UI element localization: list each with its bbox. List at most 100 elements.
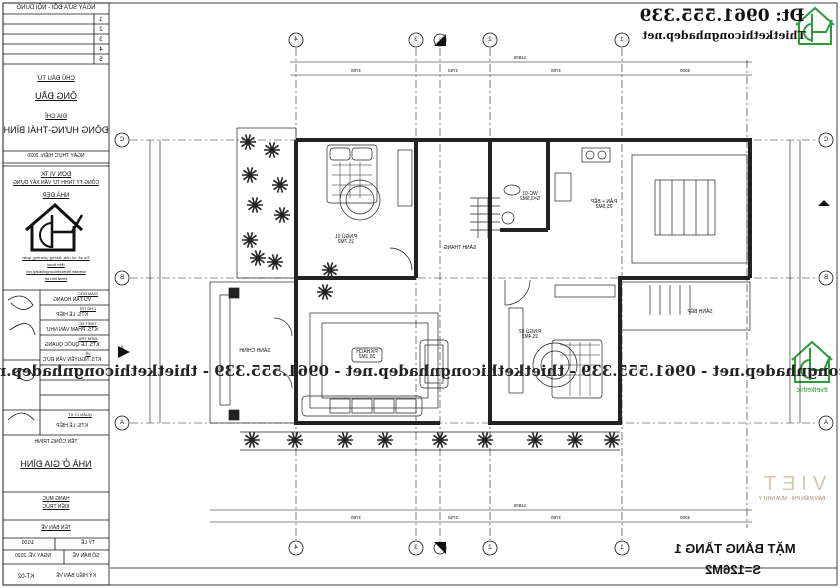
signature-role: GIÁM ĐỐC [77, 291, 99, 296]
dim: 3780 [350, 68, 362, 73]
owner-name: ÔNG ĐẦU [34, 91, 78, 101]
grid-label: 2 [488, 37, 492, 43]
signature-name: KTS. LÊ HIỆP [56, 312, 88, 318]
plant-icon [287, 432, 303, 448]
signature-name: KTS. PHẠM VĂN NHƯ [46, 327, 98, 333]
room-label-stair-hall: SẢNH THANG [443, 245, 477, 251]
thin-walls [209, 127, 751, 451]
title-block-frame [2, 2, 110, 586]
designer-label: ĐƠN VỊ TK [40, 172, 72, 178]
grid-label: B [823, 275, 829, 281]
plant-icon [567, 432, 583, 448]
category-label: HẠNG MỤC [42, 496, 70, 502]
date-row: NGÀY THỰC HIỆN: 2020 [27, 153, 85, 159]
signature-role: KIỂM TRA [78, 336, 98, 341]
revision-number: 3 [99, 37, 103, 43]
drawing-title: MẶT BẰNG TẦNG 1 [674, 541, 796, 556]
designer-company: CÔNG TY TNHH TƯ VẤN XÂY DỰNG [12, 180, 100, 186]
designer-line: Trụ sở: số nhà, đường, phường, quận [22, 255, 90, 260]
plant-icon [247, 197, 263, 213]
signature-name: KTS. LÊ HIỆP [56, 423, 88, 429]
plants [240, 134, 620, 448]
room-label-kitchen: P.ĂN + BẾP 25,5M2 [590, 199, 618, 210]
drawing-area: S=126M2 [704, 562, 762, 577]
plant-icon [527, 432, 543, 448]
plant-icon [272, 177, 288, 193]
grid-label: C [823, 137, 829, 143]
dimension-lines [149, 61, 801, 523]
plant-icon [242, 167, 258, 183]
grid-label: 4 [294, 545, 298, 551]
signature-role: CHỦ TRÌ [79, 306, 97, 311]
company-logo [25, 202, 84, 252]
designer-name: NHÀ ĐẸP [42, 193, 70, 199]
plant-icon [240, 134, 256, 150]
grid-label: 3 [414, 545, 418, 551]
side-watermark: thietkethic [796, 387, 828, 394]
address-label: ĐỊA CHỈ [45, 114, 67, 120]
revision-number: 5 [99, 57, 103, 63]
plant-icon [477, 432, 493, 448]
designer-line: điện thoại [47, 262, 65, 267]
scale: 1/100 [21, 540, 35, 546]
dim: 2750 [447, 515, 459, 520]
plant-icon [267, 254, 283, 270]
scale-label: TỶ LỆ [81, 540, 95, 546]
plant-icon [250, 250, 266, 266]
room-label-wc: WC-01 S=3,5M2 [519, 191, 541, 202]
revision-number: 1 [99, 17, 103, 23]
plant-icon [432, 432, 448, 448]
plant-icon [317, 284, 333, 300]
plant-icon [274, 207, 290, 223]
watermark-text: thietkethicongnhadep.net - 0961.555.339 … [0, 362, 840, 380]
sheet-label: SỐ BẢN VẼ [72, 553, 100, 559]
dim: 4000 [679, 68, 691, 73]
designer-line: email liên hệ [44, 276, 68, 281]
sheet-no-label: KÝ HIỆU BẢN VẼ [56, 573, 96, 579]
signature-role: VẼ [85, 351, 91, 356]
room-label-kitchen-hall: SẢNH BẾP [687, 309, 713, 315]
dim: 2750 [447, 68, 459, 73]
furniture [228, 144, 716, 421]
plant-icon [244, 432, 260, 448]
owner-label: CHỦ ĐẦU TƯ [37, 76, 75, 82]
walls [294, 138, 752, 425]
sheet-no: KT-02 [17, 574, 35, 580]
category: KIẾN TRÚC [42, 504, 70, 510]
grid-label: 4 [294, 37, 298, 43]
project-label: TÊN CÔNG TRÌNH [34, 439, 78, 445]
section-label: A [119, 346, 125, 352]
dim-total: 14800 [513, 503, 527, 508]
grid-label: 3 [414, 37, 418, 43]
plant-icon [604, 432, 620, 448]
project-name: NHÀ Ở GIA ĐÌNH [20, 459, 92, 469]
plant-icon [264, 142, 280, 158]
designer-line: website thietkethicongnhadep.net [26, 269, 86, 274]
grid-label: 1 [620, 37, 624, 43]
grid-label: 3' [438, 544, 442, 549]
grid-bubbles [114, 32, 834, 556]
plant-icon [337, 432, 353, 448]
dim-total: 14800 [513, 55, 527, 60]
dim: 3780 [550, 515, 562, 520]
brand-watermark: VIET [757, 473, 827, 495]
plant-icon [377, 432, 393, 448]
grid-label: A [119, 420, 125, 426]
drawing-name-label: TÊN BẢN VẼ [41, 525, 71, 531]
brand-tagline: BẢN MIỄN PHÍ · MUA NHƯ Ý [758, 496, 826, 502]
grid-label: A [823, 420, 829, 426]
dim: 3780 [550, 68, 562, 73]
signature-scribbles [7, 295, 36, 421]
grid-label: B [119, 275, 125, 281]
signature-name: VŨ TẤN HOÀNG [53, 297, 91, 303]
section-markers [118, 34, 830, 554]
dim: 4000 [679, 515, 691, 520]
header-phone: Đt: 0961.555.339 [639, 6, 805, 26]
room-label-bedroom-2: P.NGỦ 02 15,4M2 [518, 329, 542, 340]
room-label-living: P.KHÁCH 26,1M2 [356, 349, 378, 360]
room-label-bedroom-1: P.NGỦ 01 15,7M2 [334, 234, 358, 245]
revision-number: 4 [99, 47, 103, 53]
